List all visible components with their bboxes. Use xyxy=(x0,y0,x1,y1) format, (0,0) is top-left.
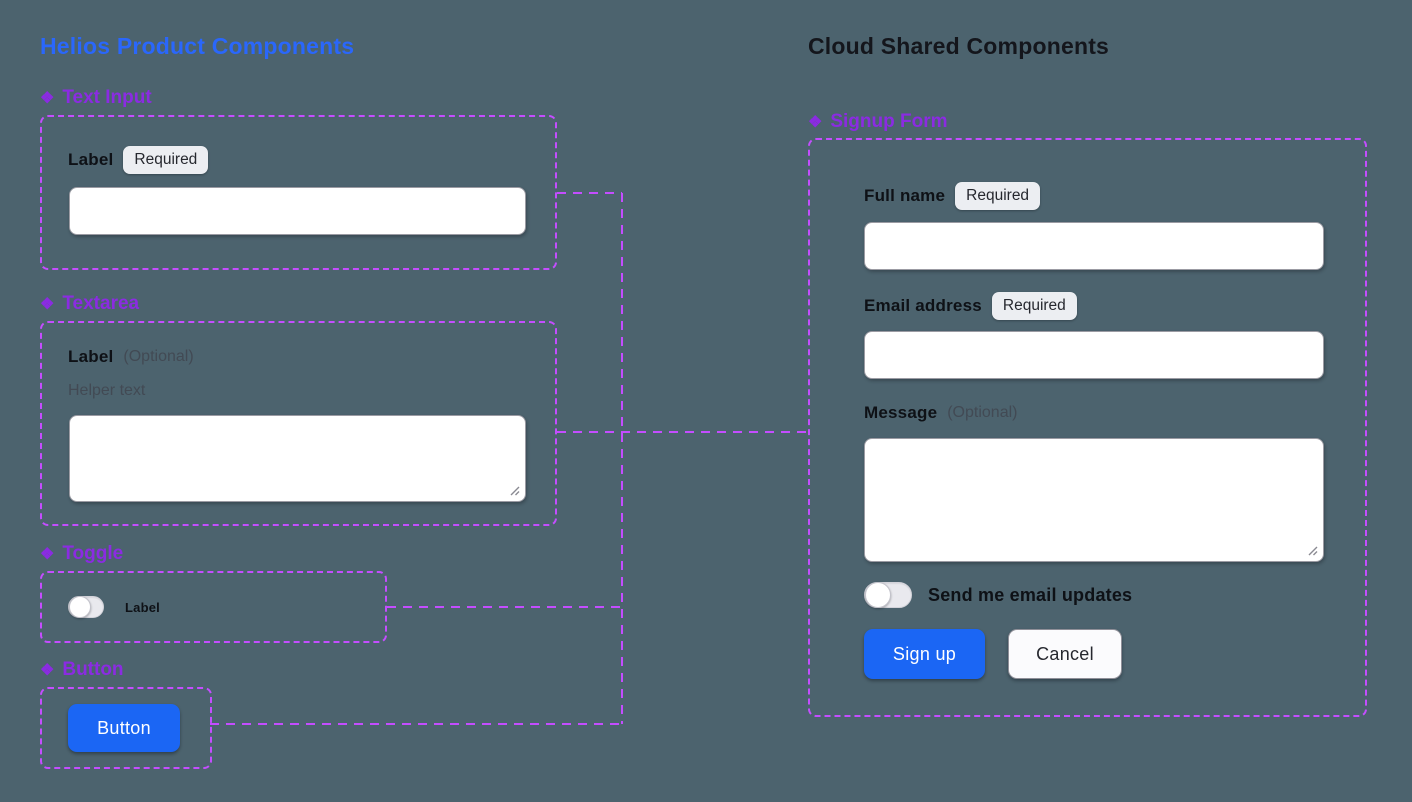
component-icon: ❖ xyxy=(40,90,55,107)
required-badge: Required xyxy=(123,146,209,174)
text-input-heading: ❖ Text Input xyxy=(40,87,152,109)
cancel-button[interactable]: Cancel xyxy=(1008,629,1122,679)
toggle-knob xyxy=(69,596,91,618)
cloud-panel-title: Cloud Shared Components xyxy=(808,33,1110,59)
toggle-label: Label xyxy=(125,599,160,615)
email-updates-label: Send me email updates xyxy=(928,584,1133,605)
text-input-field[interactable] xyxy=(69,187,526,235)
signup-form-heading: ❖ Signup Form xyxy=(808,111,948,133)
toggle-heading: ❖ Toggle xyxy=(40,543,123,565)
optional-hint: (Optional) xyxy=(123,348,194,365)
email-input[interactable] xyxy=(864,331,1324,379)
component-icon: ❖ xyxy=(40,662,55,679)
helios-panel-title: Helios Product Components xyxy=(40,33,355,59)
message-label: Message xyxy=(864,403,938,422)
text-input-label: Label xyxy=(68,149,114,169)
email-updates-toggle[interactable] xyxy=(864,582,912,608)
text-input-heading-label: Text Input xyxy=(62,87,152,108)
required-badge: Required xyxy=(955,182,1041,210)
textarea-field[interactable] xyxy=(69,415,526,502)
component-icon: ❖ xyxy=(808,114,823,131)
textarea-label: Label xyxy=(68,347,114,366)
toggle-heading-label: Toggle xyxy=(62,543,124,564)
toggle-knob xyxy=(865,582,891,608)
signup-form-frame: Full name Required Email address Require… xyxy=(808,138,1367,717)
textarea-heading: ❖ Textarea xyxy=(40,293,139,315)
component-icon: ❖ xyxy=(40,296,55,313)
optional-hint: (Optional) xyxy=(947,404,1018,421)
button-heading-label: Button xyxy=(62,659,124,680)
text-input-frame: Label Required xyxy=(40,115,557,270)
component-icon: ❖ xyxy=(40,546,55,563)
message-textarea[interactable] xyxy=(864,438,1324,562)
full-name-label: Full name xyxy=(864,185,946,205)
toggle-frame: Label xyxy=(40,571,387,643)
textarea-frame: Label (Optional) Helper text xyxy=(40,321,557,526)
full-name-input[interactable] xyxy=(864,222,1324,270)
toggle-switch[interactable] xyxy=(68,596,104,618)
signup-form-heading-label: Signup Form xyxy=(830,111,948,132)
textarea-helper-text: Helper text xyxy=(68,382,146,399)
email-label: Email address xyxy=(864,295,982,315)
button-frame: Button xyxy=(40,687,212,769)
required-badge: Required xyxy=(991,292,1077,320)
sign-up-button[interactable]: Sign up xyxy=(864,629,985,679)
textarea-heading-label: Textarea xyxy=(62,293,140,314)
button-heading: ❖ Button xyxy=(40,659,124,681)
primary-button[interactable]: Button xyxy=(68,704,180,752)
